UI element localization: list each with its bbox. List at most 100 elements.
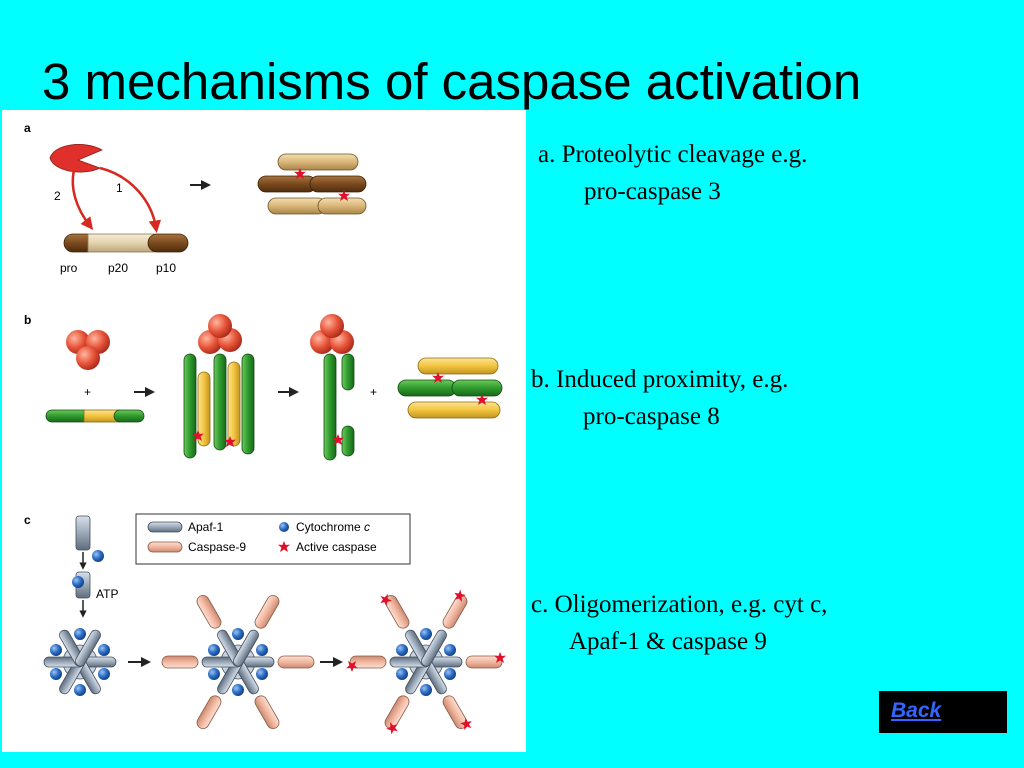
figure-svg: a 2 1 pro p20 p10 <box>24 121 506 737</box>
cytochrome-ball <box>256 668 268 680</box>
cylinder <box>267 197 327 215</box>
cylinder <box>241 353 255 455</box>
description-c-line2: Apaf-1 & caspase 9 <box>569 628 767 655</box>
cytochrome-ball <box>98 644 110 656</box>
caspase9-cylinder <box>196 594 222 629</box>
ligand-ball <box>76 346 100 370</box>
description-c-line1: c. Oligomerization, e.g. cyt c, <box>531 591 828 618</box>
cleavage-arrow-2 <box>71 169 94 230</box>
apoptosome-3 <box>346 587 506 737</box>
legend-cytochrome-swatch <box>279 522 289 532</box>
cylinder <box>451 379 503 397</box>
cylinder <box>407 401 501 419</box>
description-b-line2: pro-caspase 8 <box>583 403 720 430</box>
protease-shape <box>49 144 103 173</box>
cylinder <box>417 357 499 375</box>
cytochrome-ball <box>232 628 244 640</box>
plus-sign: + <box>84 385 91 399</box>
caspase9-cylinder <box>442 594 468 629</box>
description-a-line1: a. Proteolytic cleavage e.g. <box>538 141 808 168</box>
panel-c: c Apaf-1 Caspase-9 Cytochrome c Active c… <box>24 513 506 737</box>
legend-active-label: Active caspase <box>296 540 377 554</box>
cytochrome-ball <box>396 668 408 680</box>
arrow-label-2: 2 <box>54 189 61 203</box>
atp-label: ATP <box>96 587 118 601</box>
cytochrome-ball <box>74 628 86 640</box>
cytochrome-ball <box>420 684 432 696</box>
legend-apaf-swatch <box>147 521 183 533</box>
cylinder <box>45 409 91 423</box>
cylinder <box>183 353 197 459</box>
cytochrome-ball <box>208 644 220 656</box>
caspase9-cylinder <box>465 655 503 669</box>
cylinder <box>341 353 355 391</box>
cylinder <box>277 153 359 171</box>
ligand-ball <box>320 314 344 338</box>
cylinder <box>113 409 145 423</box>
legend-apaf-label: Apaf-1 <box>188 520 224 534</box>
back-link[interactable]: Back <box>891 699 942 722</box>
cylinder <box>197 371 211 447</box>
cytochrome-ball <box>50 644 62 656</box>
cylinder <box>257 175 317 193</box>
caspase9-cylinder <box>442 695 468 730</box>
arrow-label-1: 1 <box>116 181 123 195</box>
cylinder <box>309 175 367 193</box>
cytochrome-ball <box>74 684 86 696</box>
cytochrome-ball <box>98 668 110 680</box>
p10-domain <box>147 233 189 253</box>
cleavage-arrow-1 <box>99 166 162 233</box>
label-pro: pro <box>60 261 78 275</box>
caspase9-cylinder <box>349 655 387 669</box>
cytochrome-ball <box>444 644 456 656</box>
caspase9-cylinder <box>384 695 410 730</box>
caspase9-cylinder <box>196 695 222 730</box>
legend-cytochrome-text: Cytochrome c <box>296 520 370 534</box>
cylinder <box>397 379 457 397</box>
ligand-ball <box>208 314 232 338</box>
caspase-activation-figure: a 2 1 pro p20 p10 <box>2 110 526 752</box>
cylinder <box>317 197 367 215</box>
caspase9-cylinder <box>161 655 199 669</box>
panel-a-tag: a <box>24 121 31 135</box>
caspase9-cylinder <box>254 695 280 730</box>
caspase9-cylinder <box>277 655 315 669</box>
caspase9-cylinder <box>384 594 410 629</box>
cylinder <box>227 361 241 447</box>
apaf-monomer <box>75 515 91 551</box>
cytochrome-ball <box>50 668 62 680</box>
panel-a: a 2 1 pro p20 p10 <box>24 121 367 275</box>
back-button[interactable]: Back <box>879 691 1007 733</box>
panel-b: b + <box>24 313 503 461</box>
cylinder <box>323 353 337 461</box>
description-b: b. Induced proximity, e.g. pro-caspase 8 <box>531 361 788 435</box>
cylinder <box>341 425 355 457</box>
description-a: a. Proteolytic cleavage e.g. pro-caspase… <box>538 136 807 210</box>
label-p10: p10 <box>156 261 176 275</box>
legend-caspase9-swatch <box>147 541 183 553</box>
cytochrome-ball <box>232 684 244 696</box>
caspase9-cylinder <box>254 594 280 629</box>
label-p20: p20 <box>108 261 128 275</box>
legend-cytochrome-italic: c <box>364 520 370 534</box>
legend-caspase9-label: Caspase-9 <box>188 540 246 554</box>
cytochrome-ball <box>72 576 84 588</box>
description-b-line1: b. Induced proximity, e.g. <box>531 366 789 393</box>
cytochrome-ball <box>208 668 220 680</box>
p20-domain <box>87 233 155 253</box>
slide-title: 3 mechanisms of caspase activation <box>42 53 862 110</box>
description-a-line2: pro-caspase 3 <box>584 178 721 205</box>
apoptosome-2 <box>161 594 315 730</box>
cytochrome-ball <box>256 644 268 656</box>
cylinder <box>213 353 227 451</box>
cytochrome-ball <box>420 628 432 640</box>
plus-sign: + <box>370 385 377 399</box>
apoptosome-1 <box>43 627 117 697</box>
panel-c-tag: c <box>24 513 31 527</box>
description-c: c. Oligomerization, e.g. cyt c, Apaf-1 &… <box>531 586 827 660</box>
legend-box <box>135 513 411 565</box>
cytochrome-ball <box>92 550 104 562</box>
legend-cytochrome-label: Cytochrome <box>296 520 361 534</box>
cytochrome-ball <box>396 644 408 656</box>
panel-b-tag: b <box>24 313 31 327</box>
